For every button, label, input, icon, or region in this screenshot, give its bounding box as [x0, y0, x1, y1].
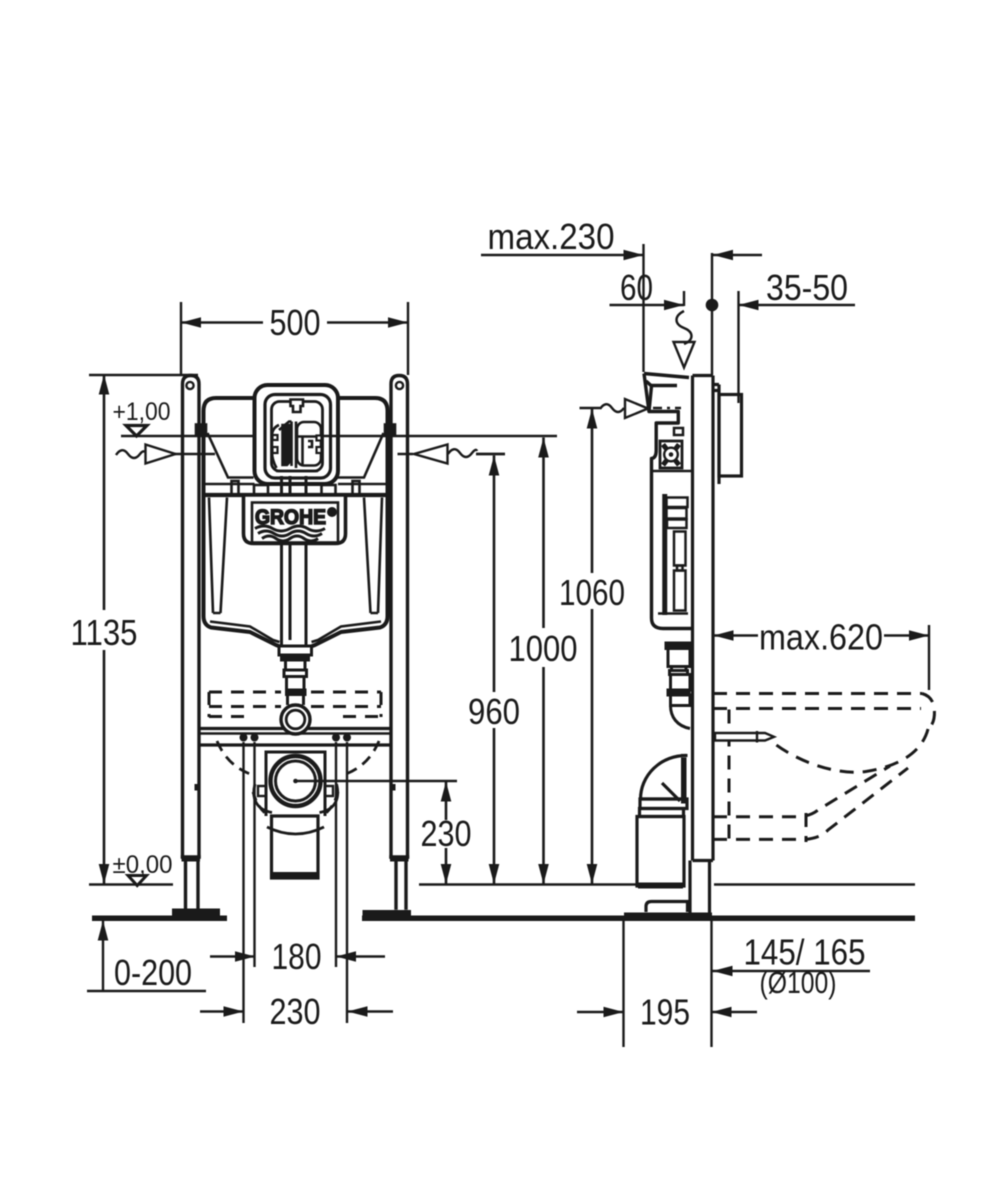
svg-text:500: 500 — [270, 302, 321, 343]
svg-text:1060: 1060 — [559, 572, 625, 613]
svg-text:max.620: max.620 — [759, 617, 883, 658]
svg-text:230: 230 — [421, 813, 472, 854]
svg-text:0-200: 0-200 — [114, 952, 192, 993]
svg-text:145/ 165: 145/ 165 — [744, 932, 866, 973]
svg-text:±0,00: ±0,00 — [113, 851, 173, 879]
svg-text:35-50: 35-50 — [766, 267, 848, 308]
svg-text:195: 195 — [640, 992, 690, 1033]
svg-text:960: 960 — [468, 691, 520, 732]
svg-text:60: 60 — [620, 267, 653, 308]
svg-text:1135: 1135 — [71, 612, 138, 653]
svg-text:1000: 1000 — [509, 628, 578, 669]
svg-text:230: 230 — [270, 991, 321, 1032]
svg-text:(Ø100): (Ø100) — [760, 965, 837, 1000]
svg-text:180: 180 — [272, 936, 322, 977]
svg-text:max.230: max.230 — [488, 216, 615, 257]
svg-text:+1,00: +1,00 — [113, 398, 171, 426]
